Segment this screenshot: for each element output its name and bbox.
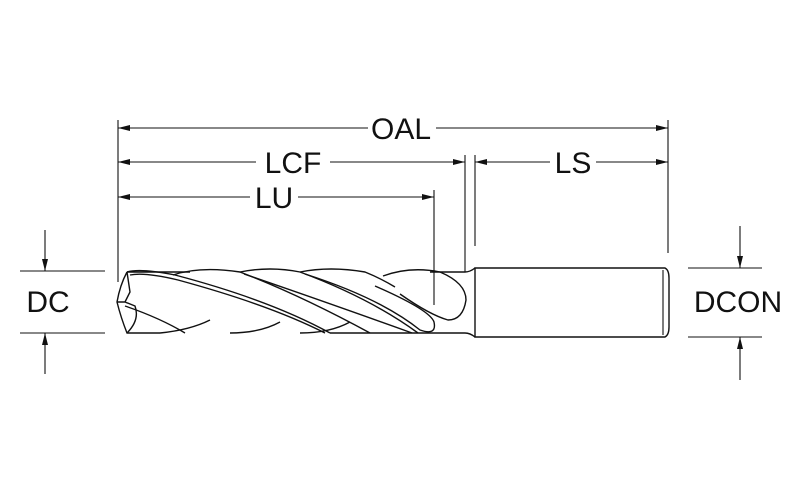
ls-dimension: LS	[475, 147, 668, 180]
drill-tip	[117, 271, 138, 334]
oal-label: OAL	[371, 113, 431, 146]
dc-label: DC	[26, 286, 69, 319]
drill-body	[116, 267, 670, 338]
extension-lines	[117, 120, 669, 305]
drill-flutes	[124, 268, 467, 334]
drill-neck	[420, 267, 476, 338]
lu-dimension: LU	[118, 182, 434, 215]
dcon-label: DCON	[694, 286, 782, 319]
dc-dimension: DC	[20, 230, 105, 374]
lcf-dimension: LCF	[118, 147, 465, 180]
drill-shank	[474, 267, 670, 338]
dcon-dimension: DCON	[688, 226, 782, 380]
lu-label: LU	[255, 182, 293, 215]
ls-label: LS	[555, 147, 592, 180]
lcf-label: LCF	[265, 147, 322, 180]
oal-dimension: OAL	[118, 113, 668, 146]
